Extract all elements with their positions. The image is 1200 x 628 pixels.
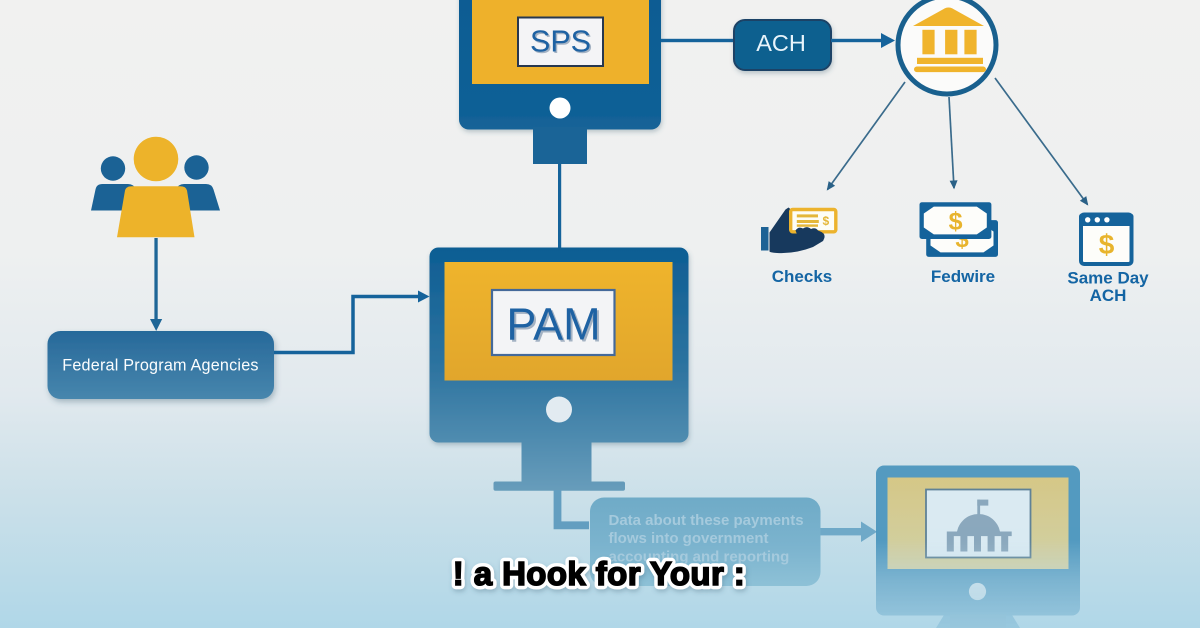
svg-text:ACH: ACH — [1090, 286, 1127, 305]
svg-text:Same Day: Same Day — [1067, 269, 1149, 288]
svg-text:! a Hook for Your :: ! a Hook for Your : — [453, 555, 745, 592]
svg-text:ACH: ACH — [756, 30, 806, 56]
svg-text:$: $ — [822, 214, 829, 228]
svg-text:Data about these payments: Data about these payments — [609, 512, 804, 529]
svg-text:SPS: SPS — [531, 26, 592, 60]
svg-text:Federal Program Agencies: Federal Program Agencies — [62, 357, 258, 375]
svg-text:$: $ — [1099, 229, 1115, 260]
svg-text:accounting and reporting: accounting and reporting — [609, 548, 790, 565]
svg-text:! a Hook for Your :: ! a Hook for Your : — [453, 555, 745, 592]
svg-text:flows into government: flows into government — [609, 530, 769, 547]
svg-text:Checks: Checks — [772, 267, 832, 286]
svg-text:Fedwire: Fedwire — [931, 267, 995, 286]
svg-text:PAM: PAM — [508, 301, 602, 352]
svg-text:PAM: PAM — [506, 299, 600, 350]
svg-text:SPS: SPS — [530, 25, 591, 59]
svg-text:$: $ — [949, 208, 963, 236]
